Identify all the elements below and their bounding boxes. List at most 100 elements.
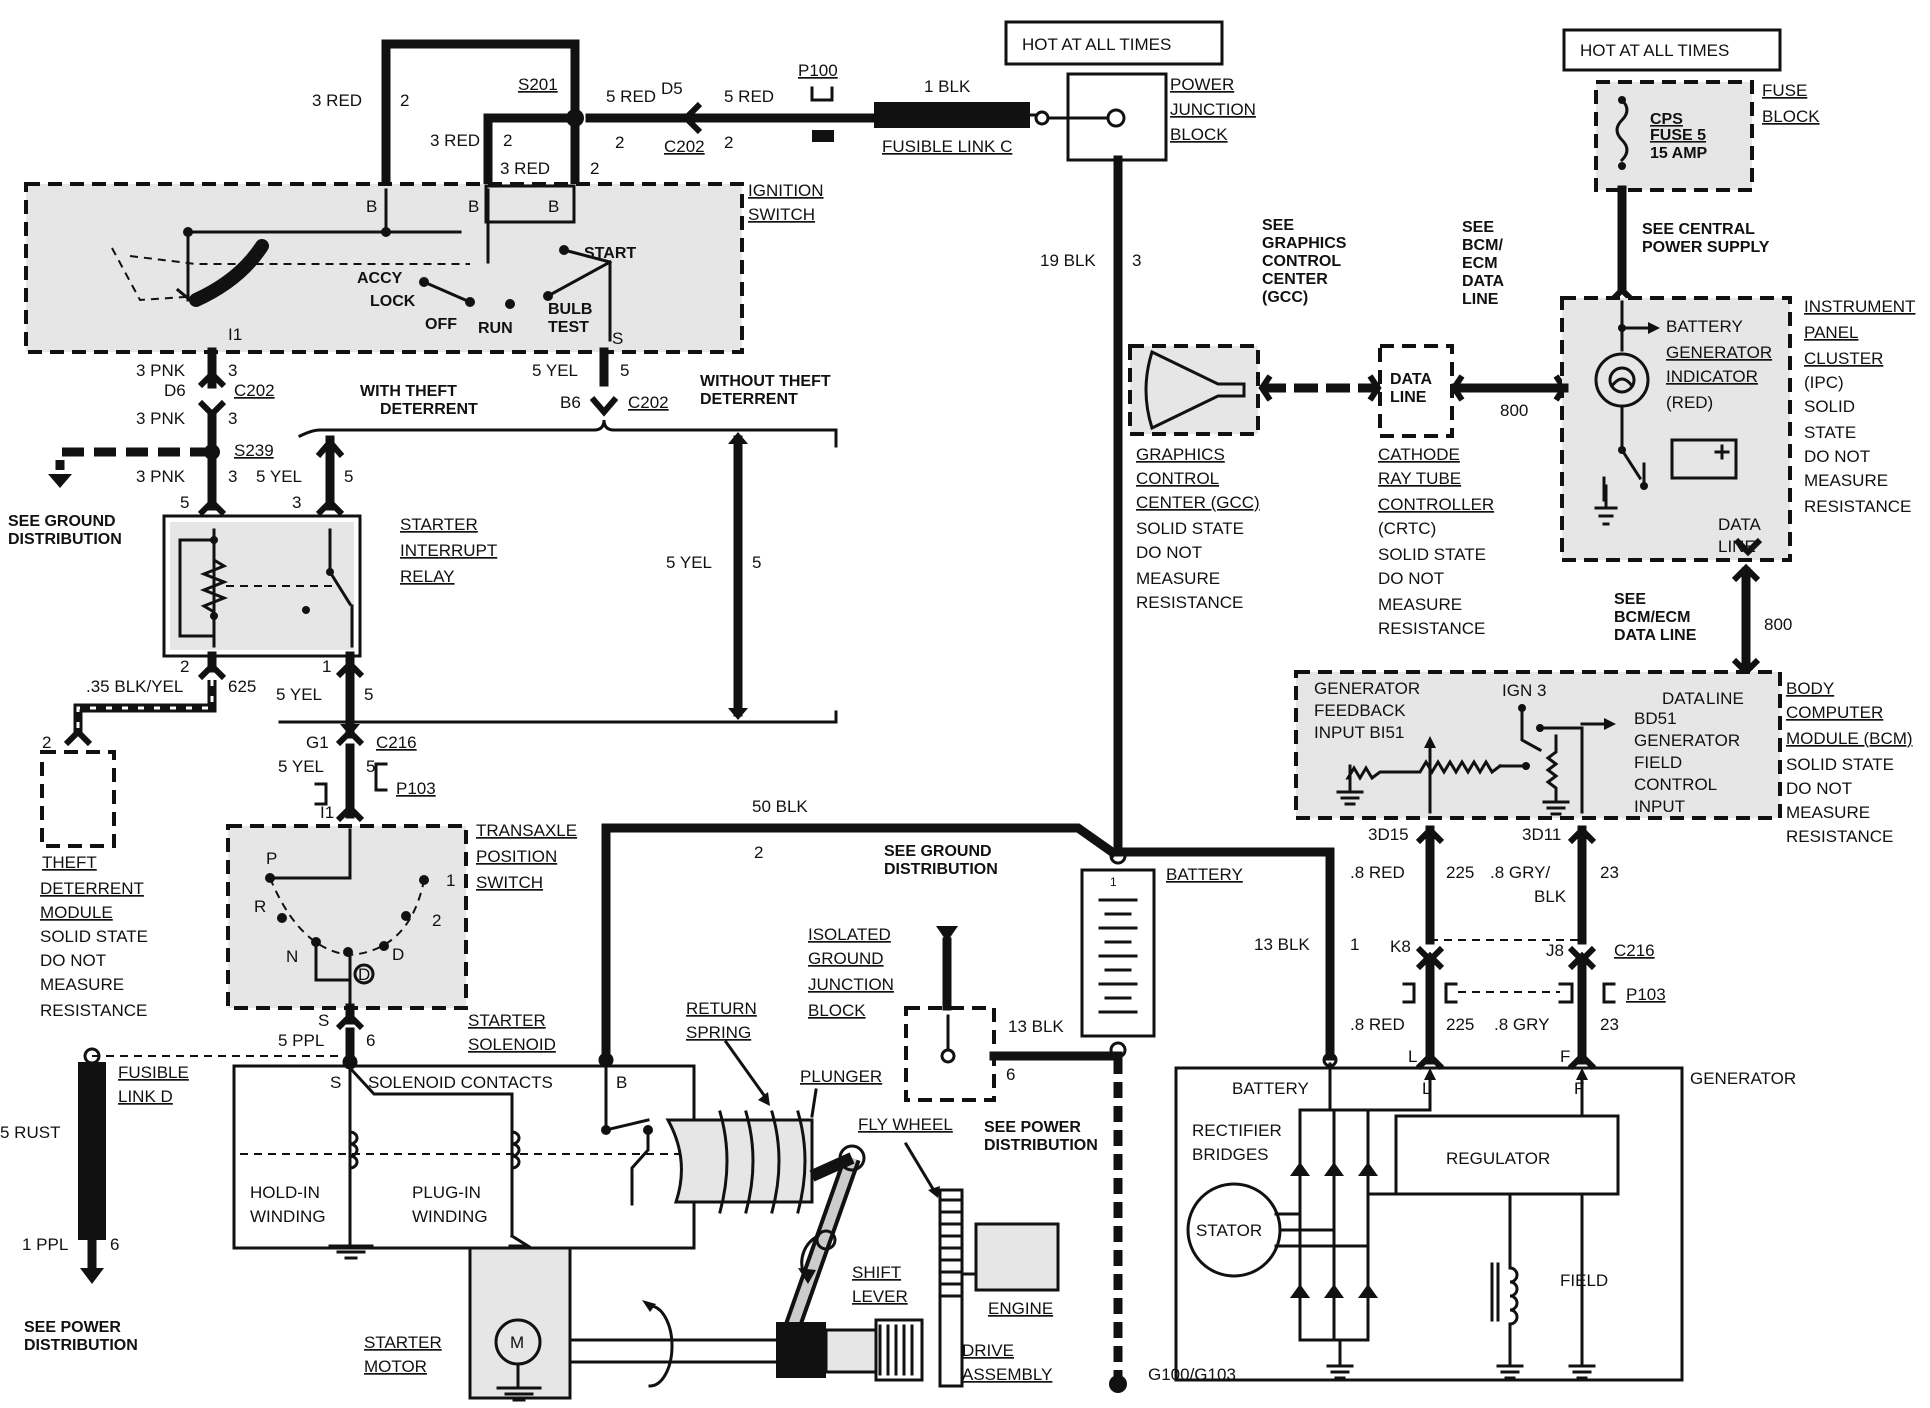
label-cps_fuse-1: FUSE 5 [1650, 127, 1706, 144]
label-term_b: B [366, 197, 377, 216]
label-bcm_label-0: BODY [1786, 679, 1834, 698]
label-bcm_label-2: MODULE (BCM) [1786, 729, 1913, 748]
label-isolated_gjb-2: JUNCTION [808, 975, 894, 994]
label-gry_8: .8 GRY [1494, 1015, 1549, 1034]
label-theft_module-1: DETERRENT [40, 879, 144, 898]
label-prnd-two: 2 [432, 911, 441, 930]
label-without_theft-1: DETERRENT [700, 391, 798, 408]
transaxle-position-switch: TRANSAXLE POSITION SWITCH P R N D 1 2 D [226, 821, 577, 1010]
connector-c202-mid: 5 YEL 5 B6 C202 [532, 361, 669, 417]
shift-lever: SHIFT LEVER [783, 1144, 908, 1331]
label-n800: 800 [1500, 401, 1528, 420]
label-nums-n2: 2 [615, 133, 624, 152]
label-gen_inside-f: F [1574, 1079, 1584, 1098]
label-crtc_label-2: CONTROLLER [1378, 495, 1494, 514]
label-d6: D6 [164, 381, 186, 400]
label-prnd-p: P [266, 849, 277, 868]
label-drive_assembly-0: DRIVE [962, 1341, 1014, 1360]
label-term_s: S [612, 329, 623, 348]
label-gry_blk-0: .8 GRY/ [1490, 863, 1550, 882]
label-see_power_mid-0: SEE POWER [984, 1119, 1081, 1136]
label-starter_solenoid-0: STARTER [468, 1011, 546, 1030]
label-gcc_see-2: CONTROL [1262, 253, 1341, 270]
label-pnk_3: 3 PNK [136, 361, 186, 380]
label-prnd-r: R [254, 897, 266, 916]
label-gen_inside-field: FIELD [1560, 1271, 1608, 1290]
label-bcm_ecm_see-2: DATA LINE [1614, 627, 1697, 644]
label-prnd-one: 1 [446, 871, 455, 890]
label-bcm_label-6: RESISTANCE [1786, 827, 1893, 846]
label-hold_in-1: WINDING [250, 1207, 326, 1226]
label-with_theft-1: DETERRENT [380, 401, 478, 418]
label-gen_inside-battery: BATTERY [1232, 1079, 1309, 1098]
label-transaxle-2: SWITCH [476, 873, 543, 892]
label-blk_13: 13 BLK [1008, 1017, 1064, 1036]
label-gen_inside-l: L [1422, 1079, 1431, 1098]
label-term_s: S [318, 1011, 329, 1030]
label-red_3b: 3 RED [430, 131, 480, 150]
label-n23: 23 [1600, 863, 1619, 882]
label-ipc_label-4: SOLID [1804, 397, 1855, 416]
label-ign_positions-off: OFF [425, 316, 457, 333]
crt-controller: SEE BCM/ ECM DATA LINE DATA LINE CATHODE… [1378, 219, 1505, 638]
hot-at-all-times-left: HOT AT ALL TIMES [1004, 20, 1224, 66]
fuse-block: FUSE BLOCK CPS FUSE 5 15 AMP [1594, 80, 1820, 192]
label-g1: G1 [306, 733, 329, 752]
label-gcc_see-3: CENTER [1262, 271, 1328, 288]
label-starter_interrupt_relay-1: INTERRUPT [400, 541, 497, 560]
label-fuse_block-1: BLOCK [1762, 107, 1820, 126]
label-yel_5: 5 YEL [256, 467, 302, 486]
label-b6: B6 [560, 393, 581, 412]
label-bcm_see-3: DATA [1462, 273, 1505, 290]
label-pins-d11: 3D11 [1522, 825, 1561, 844]
label-see_central-1: POWER SUPPLY [1642, 239, 1770, 256]
label-hot_left: HOT AT ALL TIMES [1022, 35, 1171, 54]
label-s201: S201 [518, 75, 558, 94]
label-bcm_label-4: DO NOT [1786, 779, 1852, 798]
label-data_line-1: LINE [1706, 689, 1744, 708]
label-gen_feedback-0: GENERATOR [1314, 679, 1420, 698]
label-n800: 800 [1764, 615, 1792, 634]
starter-interrupt-relay: STARTER INTERRUPT RELAY [162, 514, 497, 658]
label-bcm_see-2: ECM [1462, 255, 1498, 272]
label-see_ground-0: SEE GROUND [8, 513, 116, 530]
label-n225: 225 [1446, 1015, 1474, 1034]
label-term_b: B [468, 197, 479, 216]
connector-c202-left: 3 PNK 3 D6 C202 3 PNK 3 [136, 361, 275, 428]
label-gcc_label-1: CONTROL [1136, 469, 1219, 488]
label-ign_positions-bulb: BULB [548, 301, 592, 318]
label-gen_feedback-1: FEEDBACK [1314, 701, 1406, 720]
label-without_theft-0: WITHOUT THEFT [700, 373, 831, 390]
label-term_b: B [548, 197, 559, 216]
label-red_3c: 3 RED [500, 159, 550, 178]
label-nums-n2: 2 [503, 131, 512, 150]
generator: GENERATOR BATTERY L F REGULATOR RECTIFIE… [1174, 1062, 1796, 1382]
label-bcm_see-0: SEE [1462, 219, 1494, 236]
label-ipc_label-5: STATE [1804, 423, 1856, 442]
label-bcm_ecm_see-0: SEE [1614, 591, 1646, 608]
label-fusible_link_d-1: LINK D [118, 1087, 173, 1106]
label-see_power_left-1: DISTRIBUTION [24, 1337, 138, 1354]
label-red_8: .8 RED [1350, 1015, 1405, 1034]
label-bcm_ecm_see-1: BCM/ECM [1614, 609, 1690, 626]
label-ign_positions-accy: ACCY [357, 270, 403, 287]
label-power_junction_block-2: BLOCK [1170, 125, 1228, 144]
label-nums-n1: 1 [1110, 875, 1117, 889]
label-see_central-0: SEE CENTRAL [1642, 221, 1755, 238]
label-plunger: PLUNGER [800, 1067, 882, 1086]
label-p100: P100 [798, 61, 838, 80]
label-gcc_label-2: CENTER (GCC) [1136, 493, 1260, 512]
label-nums-n6: 6 [366, 1031, 375, 1050]
label-blk_13: 13 BLK [1254, 935, 1310, 954]
label-nums-n1: 1 [1350, 935, 1359, 954]
label-bd51-3: CONTROL [1634, 775, 1717, 794]
label-starter_interrupt_relay-0: STARTER [400, 515, 478, 534]
label-pnk_3: 3 PNK [136, 409, 186, 428]
starter-motor: M STARTER MOTOR [364, 1246, 572, 1402]
label-theft_module-0: THEFT [42, 853, 97, 872]
label-cps_fuse-0: CPS [1650, 111, 1683, 128]
label-gen_inside-rectifier-1: BRIDGES [1192, 1145, 1269, 1164]
label-blk_19: 19 BLK [1040, 251, 1096, 270]
battery: 1 BATTERY 13 BLK 1 [1080, 847, 1359, 1068]
label-c202: C202 [628, 393, 669, 412]
